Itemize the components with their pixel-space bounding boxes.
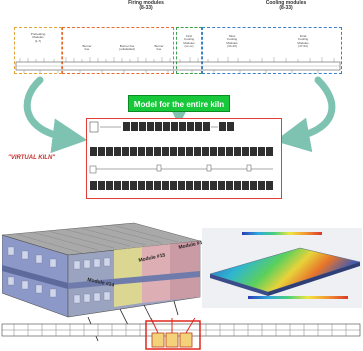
first-cooling-label-line: (xx-xx) [184, 44, 194, 49]
right-curved-arrow [274, 76, 336, 153]
final-cooling-label-line: Cooling [297, 37, 309, 42]
final-cooling-label-line: Modules [297, 40, 309, 45]
first-cooling-label-line: Cooling [183, 37, 195, 42]
cfd-colorbar-bottom [248, 296, 348, 299]
preheating-label-line: Preheating [30, 32, 46, 36]
firing-modules-title-text: Firing modules [128, 0, 164, 6]
firing-modules-title: Firing modules (8-33) [100, 1, 192, 11]
cooling-modules-title: Cooling modules (8-33) [242, 1, 330, 11]
first-cooling-label: First Cooling Modules (xx-xx) [177, 34, 201, 49]
virtual-kiln-label: "VIRTUAL KILN" [8, 155, 56, 161]
firing-label-3: Burner line [146, 44, 172, 52]
kiln-strip-schematic [1, 318, 361, 350]
preheating-box [14, 27, 62, 74]
first-cooling-label-line: First [186, 34, 192, 38]
preheating-label: Preheating Modules (1-7) [16, 32, 60, 43]
kiln-3d-model [2, 222, 201, 342]
kiln-model-frame [86, 118, 282, 199]
final-cooling-label-line: (47-54) [298, 44, 308, 49]
left-curved-arrow [23, 76, 88, 154]
firing-label-line: line [156, 47, 162, 52]
slow-cooling-label-line: Cooling [226, 37, 238, 42]
slow-cooling-label: Slow Cooling Modules (34-43) [212, 34, 252, 49]
firing-modules-range: (8-33) [139, 5, 153, 11]
cooling-modules-range: (8-33) [279, 5, 293, 11]
first-cooling-box [176, 27, 202, 74]
preheating-label-line: (1-7) [34, 38, 42, 43]
cfd-colorbar-top [242, 232, 322, 235]
cooling-modules-title-text: Cooling modules [265, 0, 307, 6]
kiln-schematic-drawing [15, 57, 341, 73]
preheating-label-line: Modules [32, 35, 44, 40]
model-row-1 [89, 121, 234, 133]
model-row-3 [89, 164, 273, 174]
firing-label-line: (unlabelled) [119, 47, 135, 52]
slow-cooling-label-line: Modules [226, 40, 238, 45]
firing-label-2: Burner line (unlabelled) [108, 44, 146, 52]
slow-cooling-label-line: (34-43) [227, 44, 237, 49]
cfd-contour-slab [209, 247, 361, 296]
firing-label-line: line [84, 47, 90, 52]
slow-cooling-label-line: Slow [228, 34, 236, 38]
first-cooling-label-line: Modules [183, 40, 195, 45]
model-row-4 [90, 181, 273, 190]
model-row-2 [90, 147, 273, 156]
firing-box [62, 27, 174, 74]
final-cooling-label: Final Cooling Modules (47-54) [278, 34, 328, 49]
firing-label-1: Burner line [74, 44, 100, 52]
cooling-box [202, 27, 342, 74]
model-title-banner: Model for the entire kiln [128, 95, 230, 112]
firing-label-line: Burner [82, 44, 92, 48]
kiln-model-blocks [89, 121, 273, 190]
firing-label-line: Burner line [119, 44, 135, 48]
firing-label-line: Burner [154, 44, 164, 48]
final-cooling-label-line: Final [299, 34, 307, 38]
cfd-panel [202, 228, 362, 308]
